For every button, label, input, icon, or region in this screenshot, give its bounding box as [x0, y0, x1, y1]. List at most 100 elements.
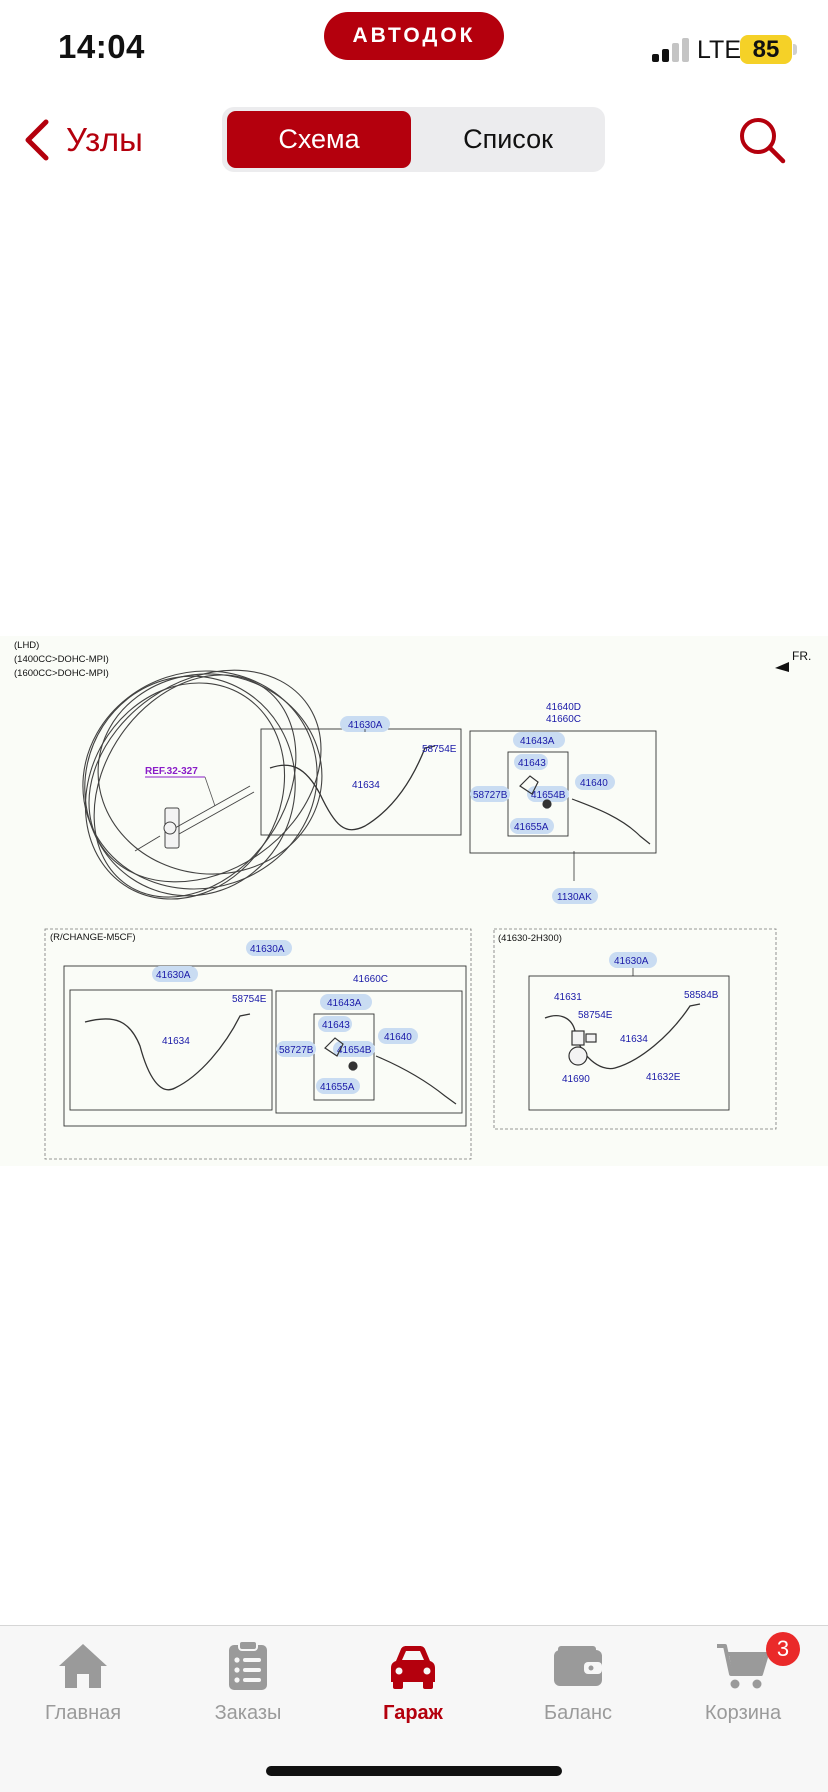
tab-cart-label: Корзина	[704, 1702, 782, 1724]
part-label-41643: 41643	[518, 758, 546, 769]
front-arrow-icon	[775, 662, 789, 672]
part-label-41690: 41690	[562, 1074, 590, 1085]
part-badge[interactable]	[246, 940, 292, 956]
master-cylinder-drawing	[134, 785, 255, 852]
tab-balance-label: Баланс	[543, 1702, 613, 1724]
status-bar: 14:04 АВТОДОК LTE 85	[0, 0, 828, 100]
part-label-58584b: 58584B	[684, 990, 719, 1001]
part-label-41640: 41640	[580, 778, 608, 789]
search-icon[interactable]	[736, 114, 788, 166]
part-label-41631: 41631	[554, 992, 582, 1003]
segment-list[interactable]: Список	[463, 124, 553, 154]
part-label-41634-3: 41634	[620, 1034, 648, 1045]
note-front: FR.	[792, 649, 811, 663]
part-label-41655a-2: 41655A	[320, 1082, 355, 1093]
part-label-41654b: 41654B	[531, 790, 566, 801]
tab-home-label: Главная	[44, 1702, 122, 1724]
clipboard-icon	[229, 1640, 267, 1690]
part-label-58754e-2: 58754E	[232, 994, 267, 1005]
view-switcher: Схема Список	[222, 107, 605, 172]
variant-r-inner-box	[313, 1013, 375, 1101]
part-badge[interactable]	[152, 966, 198, 982]
tab-orders[interactable]: Заказы	[173, 1640, 323, 1740]
upper-cylinder-box	[469, 730, 657, 854]
upper-slave-cylinder-drawing	[519, 775, 651, 845]
battery-level: 85	[752, 35, 780, 63]
part-badge[interactable]	[527, 786, 569, 802]
part-label-41640-2: 41640	[384, 1032, 412, 1043]
part-badge[interactable]	[340, 716, 390, 732]
battery-icon: 85	[740, 35, 792, 64]
parts-diagram[interactable]: (LHD) (1400CC>DOHC-MPI) (1600CC>DOHC-MPI…	[0, 636, 828, 1166]
part-badge[interactable]	[333, 1041, 375, 1057]
part-label-41654b-2: 41654B	[337, 1045, 372, 1056]
part-label-41660c-2: 41660C	[353, 974, 388, 985]
part-label-58727b-2: 58727B	[279, 1045, 314, 1056]
brand-label: АВТОДОК	[352, 24, 476, 47]
part-badge[interactable]	[510, 818, 554, 834]
part-label-41630a-2: 41630A	[250, 944, 285, 955]
variant-r-slave-cylinder-drawing	[324, 1037, 457, 1105]
variant-h-box	[493, 928, 777, 1130]
part-label-41643-2: 41643	[322, 1020, 350, 1031]
part-label-41655a: 41655A	[514, 822, 549, 833]
part-badge[interactable]	[552, 888, 598, 904]
tab-balance[interactable]: Баланс	[503, 1640, 653, 1740]
part-badge[interactable]	[513, 732, 565, 748]
variant-r-outer-box	[63, 965, 467, 1127]
part-badge[interactable]	[609, 952, 657, 968]
wallet-icon	[554, 1646, 602, 1686]
part-badge[interactable]	[378, 1028, 418, 1044]
network-type: LTE	[697, 36, 741, 64]
part-badge[interactable]	[575, 774, 615, 790]
part-label-41660c: 41660C	[546, 714, 581, 725]
home-indicator[interactable]	[266, 1766, 562, 1776]
status-time: 14:04	[58, 28, 145, 65]
part-label-58754e: 58754E	[422, 744, 457, 755]
part-badge[interactable]	[276, 1041, 316, 1057]
home-icon	[59, 1644, 107, 1688]
chevron-left-icon	[25, 119, 49, 161]
part-label-41630a: 41630A	[348, 720, 383, 731]
back-button[interactable]: Узлы	[22, 116, 143, 164]
variant-r-box	[44, 928, 472, 1160]
part-badge[interactable]	[318, 1016, 352, 1032]
parts-diagram-canvas: (LHD) (1400CC>DOHC-MPI) (1600CC>DOHC-MPI…	[14, 640, 811, 1160]
part-label-58754e-3: 58754E	[578, 1010, 613, 1021]
tab-cart[interactable]: Корзина	[668, 1640, 818, 1740]
tab-home[interactable]: Главная	[8, 1640, 158, 1740]
car-icon	[391, 1646, 435, 1689]
part-label-41643a: 41643A	[520, 736, 555, 747]
part-label-41640d: 41640D	[546, 702, 581, 713]
note-spec-1400: (1400CC>DOHC-MPI)	[14, 654, 109, 665]
part-badge[interactable]	[470, 786, 510, 802]
ref-label: REF.32-327	[145, 766, 198, 777]
variant-r-hose-box	[69, 989, 273, 1111]
part-badge[interactable]	[316, 1078, 360, 1094]
cellular-signal-icon	[652, 38, 689, 62]
ref-leader	[204, 776, 216, 807]
battery-cap	[793, 44, 797, 55]
cart-count-badge: 3	[766, 1632, 800, 1666]
upper-hose-line	[269, 745, 436, 831]
note-variant-r: (R/CHANGE-M5CF)	[50, 932, 136, 943]
segment-scheme[interactable]: Схема	[227, 111, 411, 168]
cart-icon	[717, 1644, 769, 1689]
tab-garage-label: Гараж	[383, 1702, 443, 1724]
tab-garage[interactable]: Гараж	[338, 1640, 488, 1740]
tab-bar: Главная Заказы Гараж	[0, 1625, 828, 1792]
note-variant-h: (41630-2H300)	[498, 933, 562, 944]
part-badge[interactable]	[514, 754, 548, 770]
part-label-41634-2: 41634	[162, 1036, 190, 1047]
part-label-58727b: 58727B	[473, 790, 508, 801]
variant-h-cylinder-drawing	[568, 1030, 597, 1066]
part-label-41632e: 41632E	[646, 1072, 681, 1083]
part-label-41630a-3: 41630A	[156, 970, 191, 981]
part-label-41634: 41634	[352, 780, 380, 791]
part-label-1130ak: 1130AK	[557, 892, 592, 903]
note-spec-1600: (1600CC>DOHC-MPI)	[14, 668, 109, 679]
back-label: Узлы	[66, 121, 143, 158]
handwritten-scribble	[82, 669, 323, 900]
variant-r-hose-line	[84, 1013, 251, 1091]
part-badge[interactable]	[320, 994, 372, 1010]
